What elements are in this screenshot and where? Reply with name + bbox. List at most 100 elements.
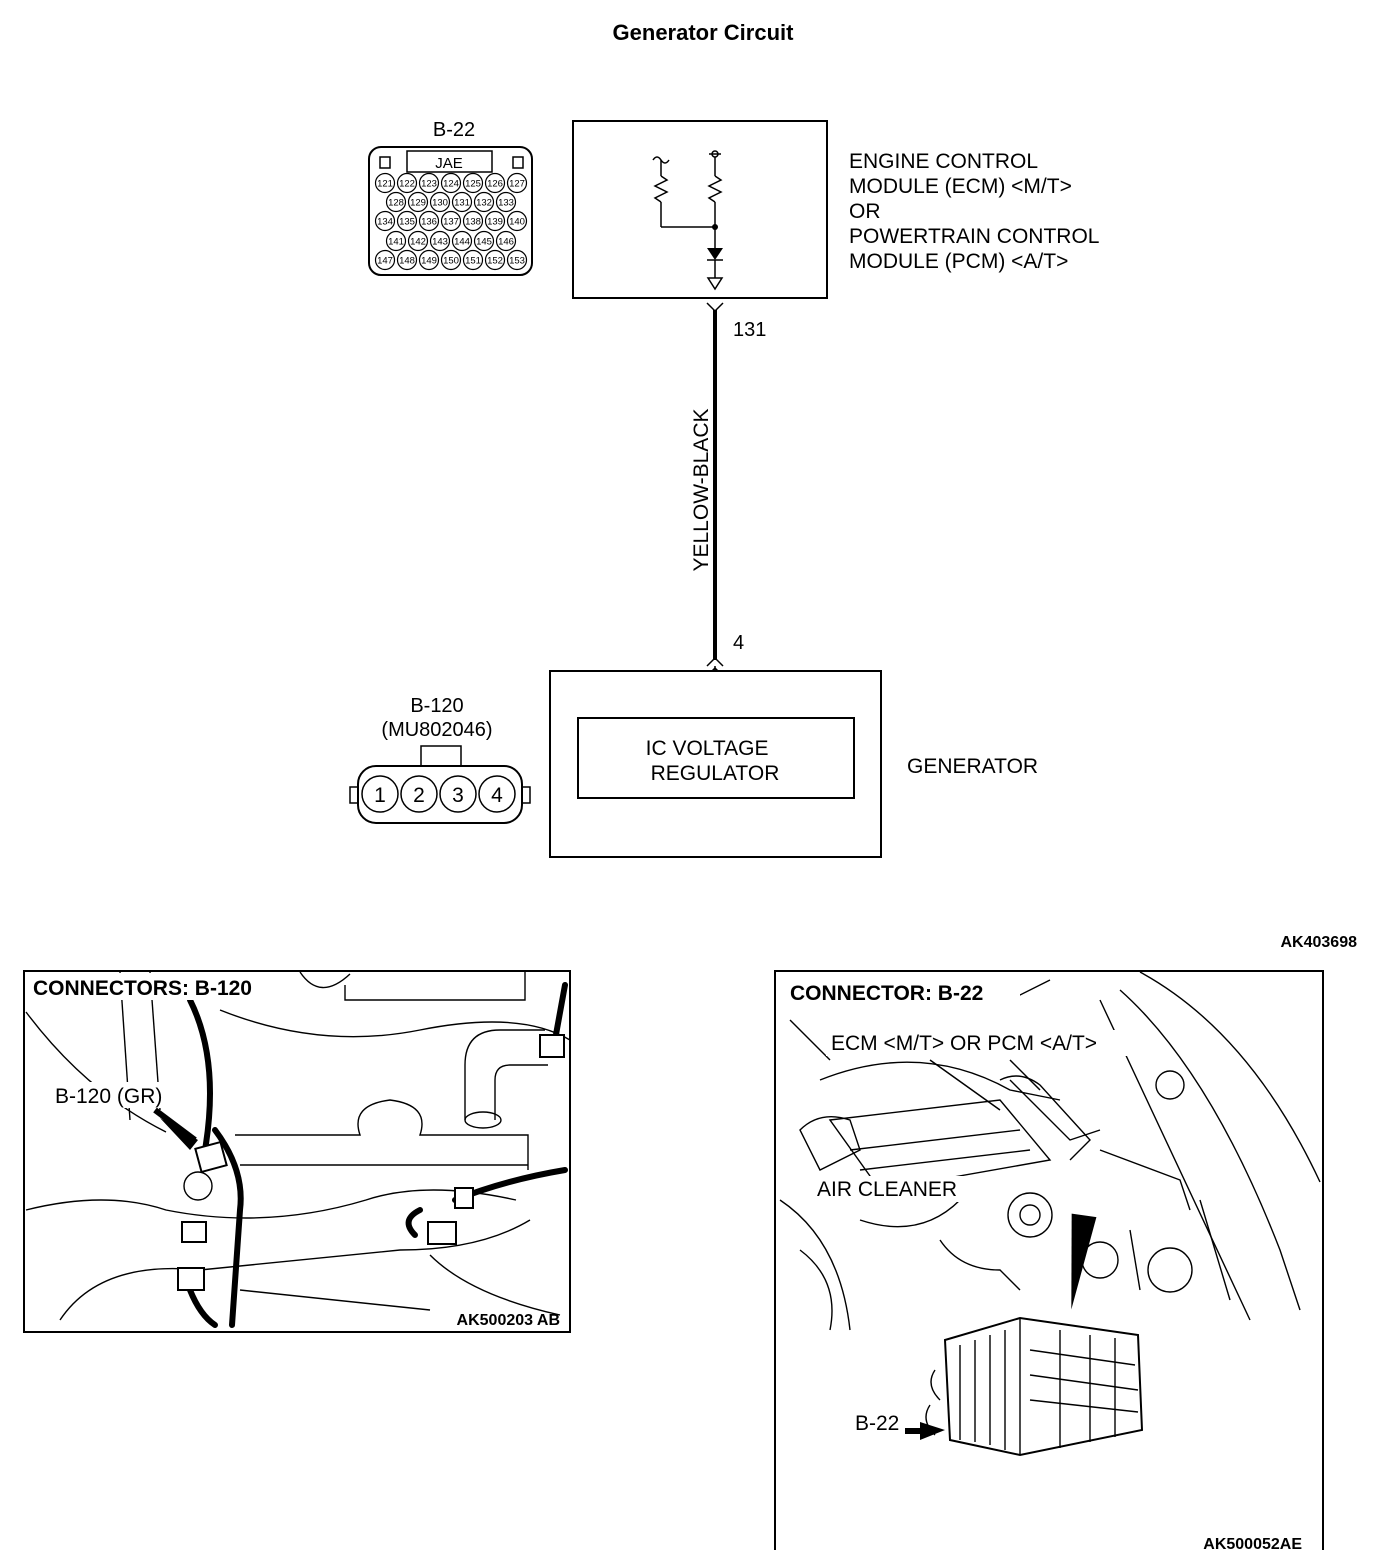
b22-pin-number: 123 — [421, 179, 437, 190]
b22-pin-number: 131 — [454, 198, 470, 209]
b22-pin-circle — [451, 191, 473, 213]
b22-pin-number: 129 — [410, 198, 426, 209]
b22-pin-circle — [396, 172, 418, 194]
b22-pin-circle — [385, 191, 407, 213]
b22-pin-number: 128 — [388, 198, 404, 209]
b22-pin-circle — [374, 172, 396, 194]
b22-pin-circle — [396, 210, 418, 232]
b22-pin-circle — [396, 249, 418, 271]
b22-pin-number: 143 — [432, 237, 448, 248]
generator-label: GENERATOR — [907, 755, 1038, 778]
b22-pin-number: 152 — [487, 256, 503, 267]
ecm-box — [572, 120, 828, 299]
generator-block: IC VOLTAGE REGULATOR GENERATOR — [549, 670, 1038, 858]
b22-pin-circle — [495, 230, 517, 252]
b120-pin-circle — [361, 775, 399, 813]
panel-left-callout: B-120 (GR) — [55, 1085, 162, 1108]
b22-pin-number: 140 — [509, 217, 525, 228]
panel-right-ecm-label: ECM <M/T> OR PCM <A/T> — [831, 1032, 1097, 1055]
ic-voltage-regulator-box — [577, 717, 855, 799]
b22-pin-circle — [429, 230, 451, 252]
b22-pin-number: 137 — [443, 217, 459, 228]
b120-pin-number: 3 — [452, 784, 464, 807]
panel-connectors-b120: CONNECTORS: B-120 B-120 (GR) AK500203 AB — [23, 970, 571, 1333]
b22-pin-circle — [385, 230, 407, 252]
b22-pin-number: 138 — [465, 217, 481, 228]
b22-pin-number: 133 — [498, 198, 514, 209]
b22-pin-circle — [418, 249, 440, 271]
b22-pin-number: 145 — [476, 237, 492, 248]
b22-pin-circle — [440, 249, 462, 271]
b22-pin-number: 126 — [487, 179, 503, 190]
wire-color-label: YELLOW-BLACK — [690, 408, 713, 571]
b22-pin-circle — [462, 249, 484, 271]
b120-pin-circle — [439, 775, 477, 813]
b22-pin-number: 142 — [410, 237, 426, 248]
b120-pin-number: 4 — [491, 784, 503, 807]
b22-pin-number: 153 — [509, 256, 525, 267]
b22-pin-number: 134 — [377, 217, 393, 228]
b22-pin-number: 150 — [443, 256, 459, 267]
b22-pin-circle — [418, 172, 440, 194]
b22-pin-circle — [495, 191, 517, 213]
b22-pin-number: 125 — [465, 179, 481, 190]
b120-pin-number: 1 — [374, 784, 386, 807]
b22-pin-circle — [506, 210, 528, 232]
b22-pin-circle — [462, 210, 484, 232]
b22-pin-number: 147 — [377, 256, 393, 267]
b22-pin-number: 135 — [399, 217, 415, 228]
panel-right-callout: B-22 — [855, 1412, 899, 1435]
b22-pin-number: 127 — [509, 179, 525, 190]
ecm-module: ENGINE CONTROL MODULE (ECM) <M/T> OR POW… — [572, 120, 1105, 299]
b22-pin-circle — [440, 172, 462, 194]
b22-pin-circle — [484, 249, 506, 271]
connector-b120-label: B-120 — [410, 695, 463, 717]
b22-pin-circle — [429, 191, 451, 213]
b22-pin-number: 141 — [388, 237, 404, 248]
b22-pin-number: 121 — [377, 179, 393, 190]
connector-b120-pins: 1 2 3 4 — [361, 775, 516, 813]
b22-pin-number: 124 — [443, 179, 459, 190]
b22-pin-number: 132 — [476, 198, 492, 209]
panel-connector-b22: CONNECTOR: B-22 ECM <M/T> OR PCM <A/T> A… — [774, 970, 1324, 1550]
b22-pin-circle — [374, 210, 396, 232]
connector-b22-label: B-22 — [433, 119, 475, 141]
panel-left-title: CONNECTORS: B-120 — [33, 977, 252, 1000]
panel-right-title: CONNECTOR: B-22 — [790, 982, 983, 1005]
b120-pin-circle — [478, 775, 516, 813]
b22-pin-circle — [506, 249, 528, 271]
b22-pin-number: 148 — [399, 256, 415, 267]
connector-b120-part: (MU802046) — [381, 719, 492, 741]
b22-pin-circle — [407, 191, 429, 213]
b22-pin-number: 144 — [454, 237, 470, 248]
ecm-label: ENGINE CONTROL MODULE (ECM) <M/T> OR POW… — [849, 150, 1105, 273]
generator-pin-number: 4 — [733, 632, 744, 654]
panel-right-code: AK500052AE — [1203, 1536, 1302, 1550]
b22-pin-circle — [506, 172, 528, 194]
b22-pin-circle — [418, 210, 440, 232]
panel-right-air-cleaner: AIR CLEANER — [817, 1178, 957, 1201]
diagram-title: Generator Circuit — [613, 20, 795, 45]
ic-voltage-regulator-label: IC VOLTAGE REGULATOR — [646, 737, 780, 785]
b22-pin-circle — [462, 172, 484, 194]
panel-left-code: AK500203 AB — [457, 1312, 560, 1329]
b22-pin-number: 146 — [498, 237, 514, 248]
b22-pin-circle — [473, 230, 495, 252]
connector-b22-maker: JAE — [435, 155, 463, 172]
figure-code: AK403698 — [1281, 934, 1358, 951]
connector-b120-face: B-120 (MU802046) 1 2 3 4 — [349, 695, 531, 824]
b22-pin-circle — [440, 210, 462, 232]
b120-pin-circle — [400, 775, 438, 813]
b120-pin-number: 2 — [413, 784, 425, 807]
b22-pin-number: 139 — [487, 217, 503, 228]
b22-pin-circle — [484, 210, 506, 232]
b22-pin-number: 130 — [432, 198, 448, 209]
b22-pin-number: 149 — [421, 256, 437, 267]
b22-pin-number: 136 — [421, 217, 437, 228]
b22-pin-circle — [473, 191, 495, 213]
b22-pin-circle — [451, 230, 473, 252]
b22-pin-number: 151 — [465, 256, 481, 267]
